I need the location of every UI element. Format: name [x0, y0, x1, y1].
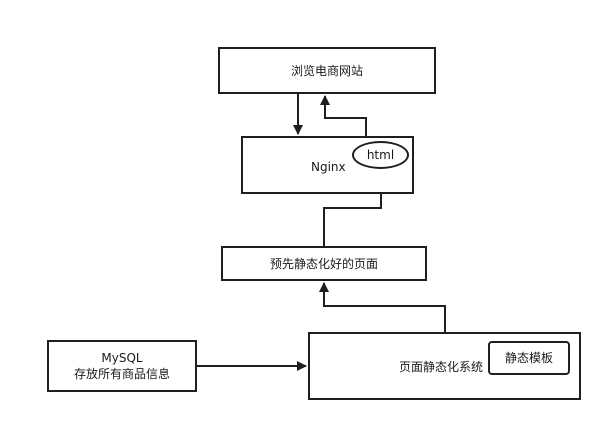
- node-browse-site: 浏览电商网站: [218, 47, 436, 94]
- edge-html-to-browse: [320, 95, 367, 141]
- node-static-template: 静态模板: [488, 341, 570, 375]
- node-mysql-subtitle: 存放所有商品信息: [73, 367, 170, 381]
- node-static-template-label: 静态模板: [504, 351, 553, 365]
- node-html-cache-label: html: [366, 148, 395, 162]
- node-html-cache: html: [352, 141, 409, 169]
- node-nginx: Nginx: [241, 136, 414, 194]
- node-browse-site-label: 浏览电商网站: [290, 63, 363, 78]
- node-mysql: MySQL 存放所有商品信息: [47, 340, 197, 392]
- node-prestatic-pages: 预先静态化好的页面: [221, 246, 427, 281]
- node-nginx-label: Nginx: [311, 160, 346, 174]
- edge-staticsys-to-prestatic: [319, 282, 446, 332]
- node-prestatic-pages-label: 预先静态化好的页面: [269, 256, 378, 271]
- node-mysql-title: MySQL: [101, 351, 143, 365]
- node-static-system-label: 页面静态化系统: [399, 360, 484, 374]
